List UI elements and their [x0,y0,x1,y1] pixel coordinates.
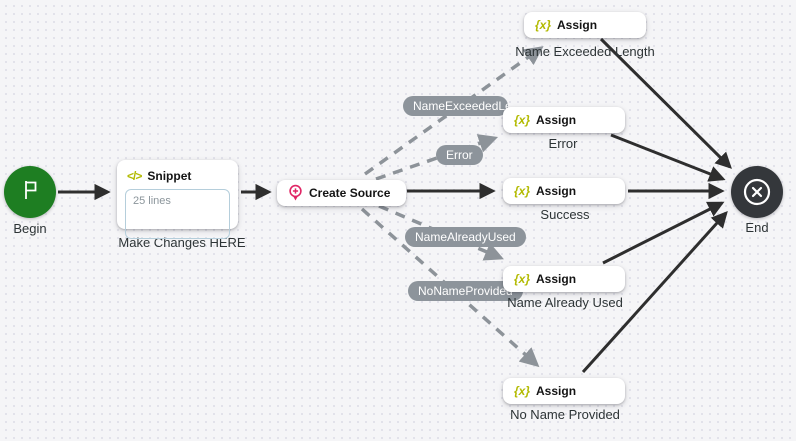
assign-node-name-already-used[interactable]: {x} Assign [503,266,625,292]
assign-node-title: Assign [536,184,577,198]
edge-error-end [610,133,726,182]
begin-node[interactable] [4,166,56,218]
variable-icon: {x} [514,384,531,398]
assign-label-name-exceeded-length: Name Exceeded Length [515,44,655,59]
create-source-node-title: Create Source [309,186,391,200]
flag-icon [19,178,41,207]
edge-alreadyused-end [602,201,725,265]
circled-x-icon [739,174,775,210]
edge-createsource-error [375,134,499,181]
snippet-node[interactable]: </> Snippet 25 lines [117,160,238,239]
edge-createsource-alreadyused [378,204,504,261]
assign-node-name-exceeded-length[interactable]: {x} Assign [524,12,646,38]
create-source-node[interactable]: Create Source [277,180,406,206]
end-node[interactable] [731,166,783,218]
variable-icon: {x} [535,18,552,32]
assign-node-error[interactable]: {x} Assign [503,107,625,133]
assign-node-no-name-provided[interactable]: {x} Assign [503,378,625,404]
assign-node-title: Assign [536,384,577,398]
code-icon: </> [127,169,142,183]
assign-node-title: Assign [557,18,598,32]
snippet-body[interactable]: 25 lines [125,189,230,239]
pin-plus-icon [288,184,303,202]
edge-label-error[interactable]: Error [436,145,483,165]
assign-node-success[interactable]: {x} Assign [503,178,625,204]
edge-label-name-already-used[interactable]: NameAlreadyUsed [405,227,526,247]
variable-icon: {x} [514,184,531,198]
assign-node-title: Assign [536,272,577,286]
end-node-label: End [745,220,769,235]
assign-label-success: Success [540,207,590,222]
edge-label-no-name-provided[interactable]: NoNameProvided [408,281,523,301]
edge-exceeded-end [599,37,732,169]
variable-icon: {x} [514,113,531,127]
edge-noname-end [581,210,728,374]
assign-node-title: Assign [536,113,577,127]
assign-label-error: Error [548,136,578,151]
variable-icon: {x} [514,272,531,286]
assign-label-no-name-provided: No Name Provided [510,407,620,422]
assign-label-name-already-used: Name Already Used [507,295,623,310]
snippet-node-title: Snippet [147,169,192,183]
begin-node-label: Begin [13,221,47,236]
